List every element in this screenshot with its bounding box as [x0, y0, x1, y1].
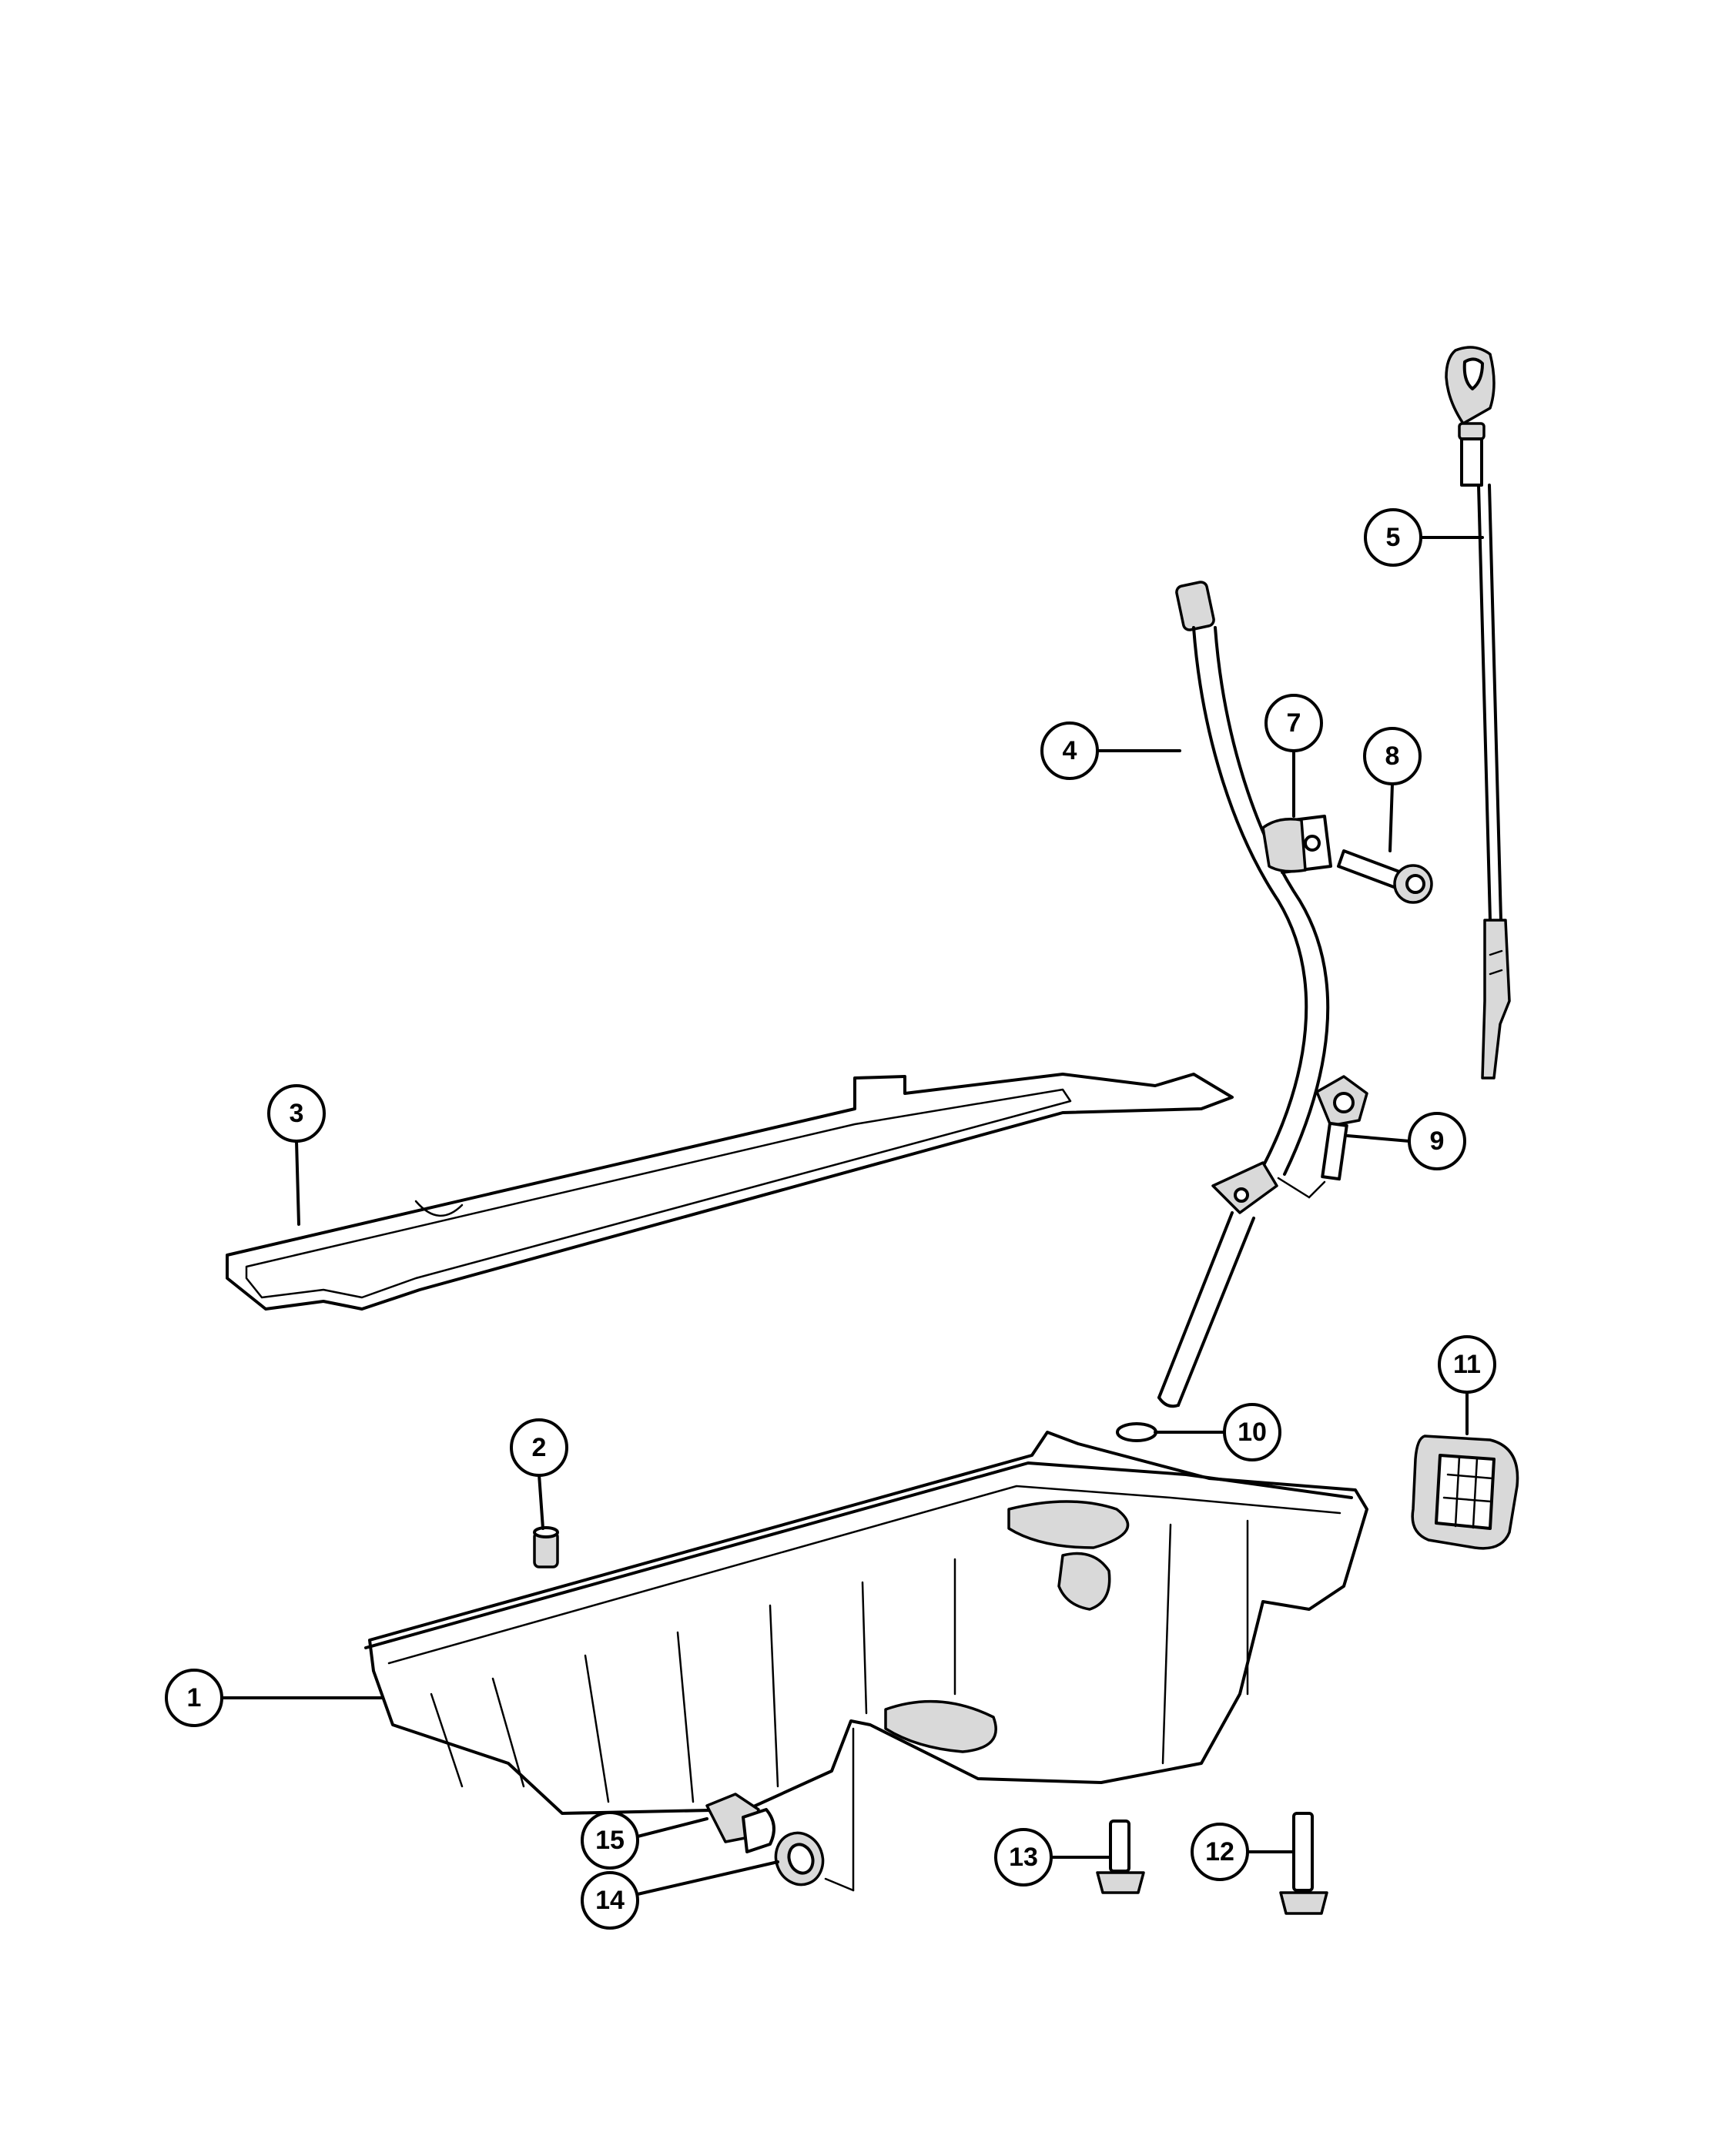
callout-14: 14	[581, 1871, 639, 1930]
leader-9	[1346, 1134, 1411, 1143]
leader-14	[636, 1860, 779, 1896]
callout-10-label: 10	[1238, 1418, 1267, 1447]
callout-8-label: 8	[1385, 742, 1400, 771]
leader-15	[636, 1817, 708, 1838]
part-dipstick	[1445, 346, 1511, 1080]
callout-5: 5	[1364, 508, 1422, 567]
part-dowel	[533, 1526, 559, 1568]
part-gasket	[226, 1073, 1234, 1311]
callout-14-label: 14	[595, 1886, 625, 1915]
part-screen-filter	[1411, 1435, 1519, 1550]
part-dipstick-tube	[1157, 581, 1330, 1408]
callout-4: 4	[1040, 721, 1099, 780]
callout-15: 15	[581, 1811, 639, 1870]
part-oil-pan	[364, 1431, 1368, 1815]
callout-9-label: 9	[1430, 1127, 1445, 1156]
callouts: 1 2 3 4 5 7 8 9	[165, 508, 1496, 1930]
callout-13: 13	[994, 1828, 1053, 1886]
part-bolt-8	[1337, 849, 1433, 904]
leader-8	[1388, 782, 1394, 852]
callout-5-label: 5	[1386, 523, 1401, 552]
callout-10: 10	[1223, 1403, 1281, 1461]
callout-13-label: 13	[1009, 1843, 1038, 1872]
callout-2: 2	[510, 1418, 568, 1477]
part-drain-plug	[705, 1793, 775, 1853]
part-washer	[774, 1727, 855, 1892]
callout-1-label: 1	[187, 1683, 202, 1712]
callout-7-label: 7	[1287, 708, 1301, 738]
callout-2-label: 2	[532, 1433, 547, 1462]
callout-7: 7	[1264, 694, 1323, 752]
callout-12: 12	[1191, 1823, 1249, 1881]
callout-12-label: 12	[1205, 1837, 1234, 1866]
callout-11: 11	[1438, 1335, 1496, 1394]
leader-lines	[220, 536, 1484, 1896]
part-o-ring	[1116, 1422, 1157, 1442]
part-bolt-9	[1315, 1075, 1368, 1181]
callout-15-label: 15	[595, 1826, 625, 1855]
part-bracket-clip	[1261, 815, 1332, 874]
leader-3	[295, 1140, 300, 1226]
part-stud-12	[1279, 1812, 1328, 1915]
callout-9: 9	[1408, 1112, 1466, 1170]
callout-3-label: 3	[290, 1099, 304, 1128]
callout-11-label: 11	[1453, 1350, 1481, 1379]
callout-1: 1	[165, 1669, 223, 1727]
callout-4-label: 4	[1063, 736, 1077, 765]
part-stud-13	[1096, 1820, 1145, 1894]
callout-3: 3	[267, 1084, 326, 1143]
callout-8: 8	[1363, 727, 1422, 785]
leader-2	[538, 1473, 544, 1530]
